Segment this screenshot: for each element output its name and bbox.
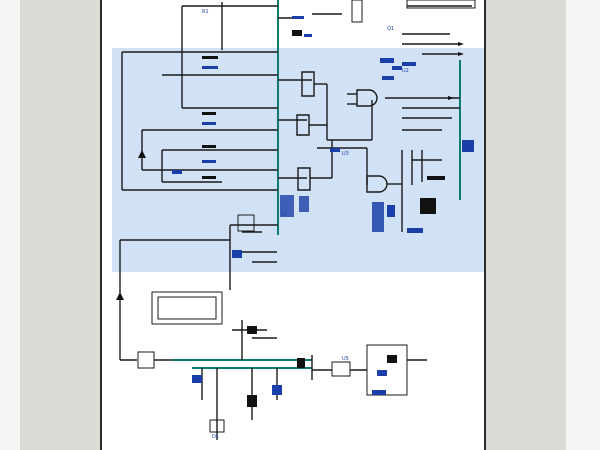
right-panel-border [566, 0, 600, 450]
svg-text:U2: U2 [402, 68, 409, 74]
left-branch-wires [121, 50, 278, 191]
lower-wire-group [116, 214, 278, 360]
svg-text:J1: J1 [281, 211, 287, 217]
resistor-components [202, 16, 312, 179]
transistor-cluster [278, 71, 373, 191]
svg-text:Q1: Q1 [387, 26, 394, 32]
bottom-bus [120, 320, 427, 440]
left-panel-border [0, 0, 20, 450]
svg-text:U3: U3 [342, 151, 349, 157]
svg-text:D1: D1 [212, 434, 219, 440]
net-label-blocks [172, 58, 474, 233]
svg-text:U5: U5 [342, 356, 349, 362]
display-module [151, 291, 223, 325]
top-wire-group [181, 0, 476, 56]
schematic-text-labels: R1 Q1 U2 U3 J1 U5 D1 [202, 9, 409, 440]
svg-text:R1: R1 [202, 9, 209, 15]
schematic-page[interactable]: R1 Q1 U2 U3 J1 U5 D1 [100, 0, 486, 450]
logic-gate-group [347, 89, 460, 232]
circuit-schematic-drawing: R1 Q1 U2 U3 J1 U5 D1 [116, 0, 476, 440]
